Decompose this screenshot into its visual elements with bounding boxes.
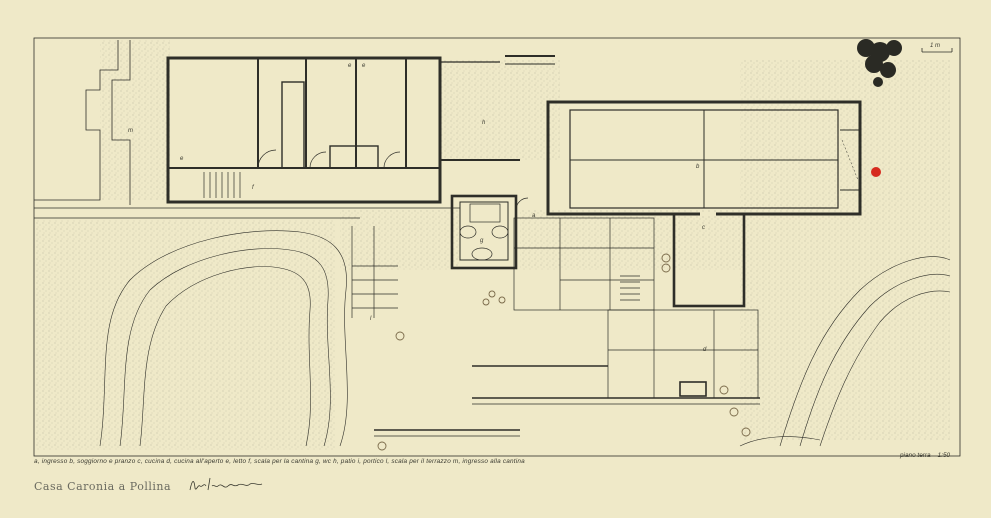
room-letter-l: l [370, 316, 372, 322]
room-letter-c: c [702, 225, 705, 231]
tree-icon [857, 39, 902, 87]
room-letter-b: b [696, 164, 700, 170]
red-dot-marker [871, 167, 881, 177]
room-legend: a, ingresso b, soggiorno e pranzo c, cuc… [34, 458, 525, 465]
room-letter-g: g [480, 238, 484, 244]
plan-scale: 1:50 [937, 452, 951, 459]
plan-level: piano terra [900, 452, 931, 459]
east-wing [546, 100, 862, 308]
room-letter-h: h [482, 120, 486, 126]
room-letter-e-2: e [348, 63, 352, 69]
drawing-frame [33, 37, 961, 457]
west-wing [166, 55, 555, 204]
plan-label: piano terra 1:50 [900, 452, 950, 459]
garden-circles [377, 253, 751, 451]
left-stepped-walls [34, 40, 460, 219]
room-letter-m: m [128, 128, 133, 134]
drawing-title: Casa Caronia a Pollina [34, 480, 172, 493]
signature [189, 477, 263, 491]
room-letter-e-3: e [362, 63, 366, 69]
scale-bar-label: 1 m [930, 43, 941, 49]
room-letter-e: e [180, 156, 184, 162]
room-letter-a: a [532, 213, 536, 219]
scale-bar [921, 48, 953, 53]
terrace-paving [351, 217, 760, 437]
room-letter-f: f [252, 185, 254, 191]
terrain-stipple [36, 40, 950, 450]
wc-block [450, 194, 529, 270]
contour-lines [99, 230, 951, 447]
room-letter-d: d [703, 347, 707, 353]
